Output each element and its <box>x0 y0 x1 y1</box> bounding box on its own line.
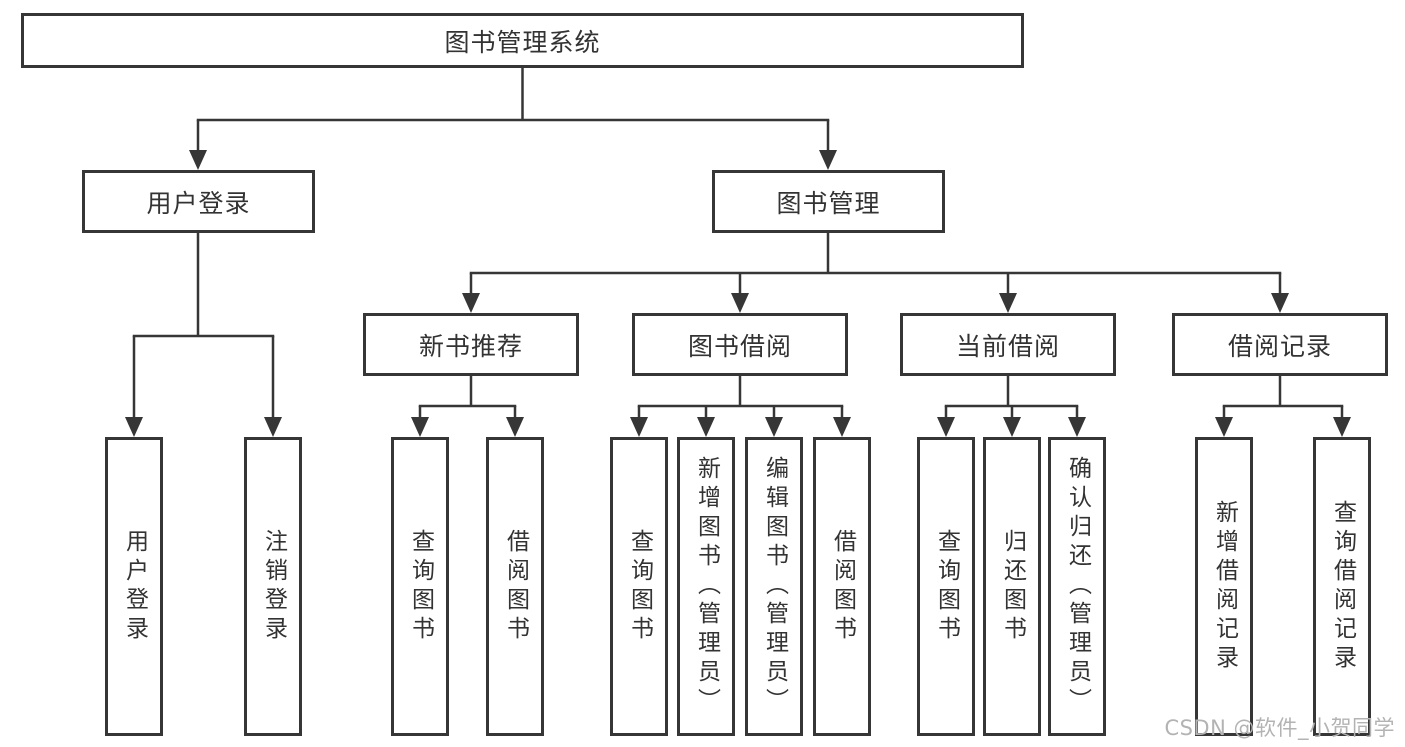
node-book-management: 图书管理 <box>712 170 945 233</box>
node-new-book-recommend-label: 新书推荐 <box>418 331 523 361</box>
leaf-edit-books-admin: 编辑图书（管理员） <box>745 437 803 736</box>
leaf-borrow-books: 借阅图书 <box>813 437 871 736</box>
leaf-return-books: 归还图书 <box>983 437 1041 736</box>
node-book-borrow-label: 图书借阅 <box>687 331 792 361</box>
leaf-user-login-label: 用户登录 <box>121 528 148 645</box>
leaf-add-borrow-record: 新增借阅记录 <box>1195 437 1253 736</box>
leaf-query-borrow-record: 查询借阅记录 <box>1313 437 1371 736</box>
leaf-user-login: 用户登录 <box>105 437 163 736</box>
node-user-login: 用户登录 <box>82 170 315 233</box>
node-borrow-records-label: 借阅记录 <box>1227 331 1332 361</box>
leaf-query-books-recommend-label: 查询图书 <box>407 528 434 645</box>
leaf-logout-label: 注销登录 <box>260 528 287 645</box>
leaf-query-books-recommend: 查询图书 <box>391 437 449 736</box>
node-user-login-label: 用户登录 <box>146 188 251 218</box>
leaf-query-books-current-label: 查询图书 <box>933 528 960 645</box>
leaf-return-books-label: 归还图书 <box>999 528 1026 645</box>
node-current-borrow: 当前借阅 <box>900 313 1116 376</box>
leaf-logout: 注销登录 <box>244 437 302 736</box>
node-book-borrow: 图书借阅 <box>632 313 848 376</box>
node-book-management-label: 图书管理 <box>776 188 881 218</box>
leaf-add-borrow-record-label: 新增借阅记录 <box>1211 499 1238 674</box>
node-library-system: 图书管理系统 <box>21 13 1024 68</box>
leaf-query-books: 查询图书 <box>610 437 668 736</box>
leaf-confirm-return-admin-label: 确认归还（管理员） <box>1064 456 1091 717</box>
node-current-borrow-label: 当前借阅 <box>955 331 1060 361</box>
leaf-add-books-admin-label: 新增图书（管理员） <box>693 456 720 717</box>
leaf-borrow-books-recommend-label: 借阅图书 <box>502 528 529 645</box>
csdn-watermark: CSDN @软件_小贺同学 <box>1164 716 1395 740</box>
leaf-borrow-books-label: 借阅图书 <box>829 528 856 645</box>
leaf-edit-books-admin-label: 编辑图书（管理员） <box>761 456 788 717</box>
leaf-query-books-label: 查询图书 <box>626 528 653 645</box>
node-borrow-records: 借阅记录 <box>1172 313 1388 376</box>
leaf-borrow-books-recommend: 借阅图书 <box>486 437 544 736</box>
node-new-book-recommend: 新书推荐 <box>363 313 579 376</box>
leaf-query-books-current: 查询图书 <box>917 437 975 736</box>
node-library-system-label: 图书管理系统 <box>444 27 601 57</box>
leaf-query-borrow-record-label: 查询借阅记录 <box>1329 499 1356 674</box>
leaf-confirm-return-admin: 确认归还（管理员） <box>1048 437 1106 736</box>
leaf-add-books-admin: 新增图书（管理员） <box>677 437 735 736</box>
